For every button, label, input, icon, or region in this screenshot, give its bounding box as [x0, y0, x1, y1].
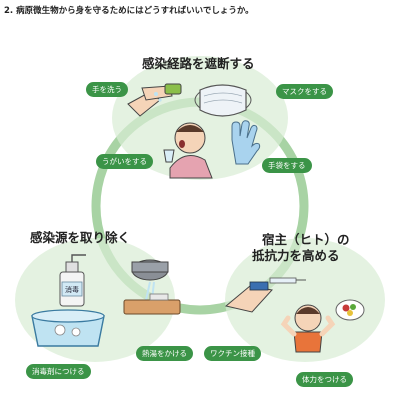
label-gloves: 手袋をする: [262, 158, 312, 173]
label-disinfectant: 消毒剤につける: [26, 364, 91, 379]
label-mask: マスクをする: [276, 84, 333, 99]
gargling-person-illustration: [163, 122, 213, 179]
food-plate-illustration: [335, 299, 365, 321]
healthy-child-illustration: [280, 304, 336, 353]
hand-washing-illustration: [127, 83, 182, 117]
heading-remove-infection-source: 感染源を取り除く: [30, 230, 131, 245]
label-vaccine: ワクチン接種: [204, 346, 261, 361]
bottle-label-text: 消毒: [65, 285, 79, 294]
label-wash-hands: 手を洗う: [86, 82, 128, 97]
label-gargle: うがいをする: [96, 154, 153, 169]
question-title: 2. 病原微生物から身を守るためにはどうすればいいでしょうか。: [4, 6, 254, 16]
disinfectant-bottle-illustration: 消毒: [59, 254, 86, 307]
heading-host-resistance-line2: 抵抗力を高める: [252, 248, 340, 263]
soaking-basin-illustration: [31, 309, 105, 347]
label-boiling-water: 熱湯をかける: [136, 346, 193, 361]
vaccine-illustration: [224, 277, 306, 313]
label-stamina: 体力をつける: [296, 372, 353, 387]
heading-host-resistance-line1: 宿主（ヒト）の: [262, 232, 350, 247]
glove-icon: [231, 120, 261, 165]
mask-icon: [194, 84, 252, 117]
heading-block-infection-route: 感染経路を遮断する: [142, 56, 255, 71]
region-right-bg: [225, 238, 385, 362]
boiling-water-illustration: [123, 259, 181, 315]
